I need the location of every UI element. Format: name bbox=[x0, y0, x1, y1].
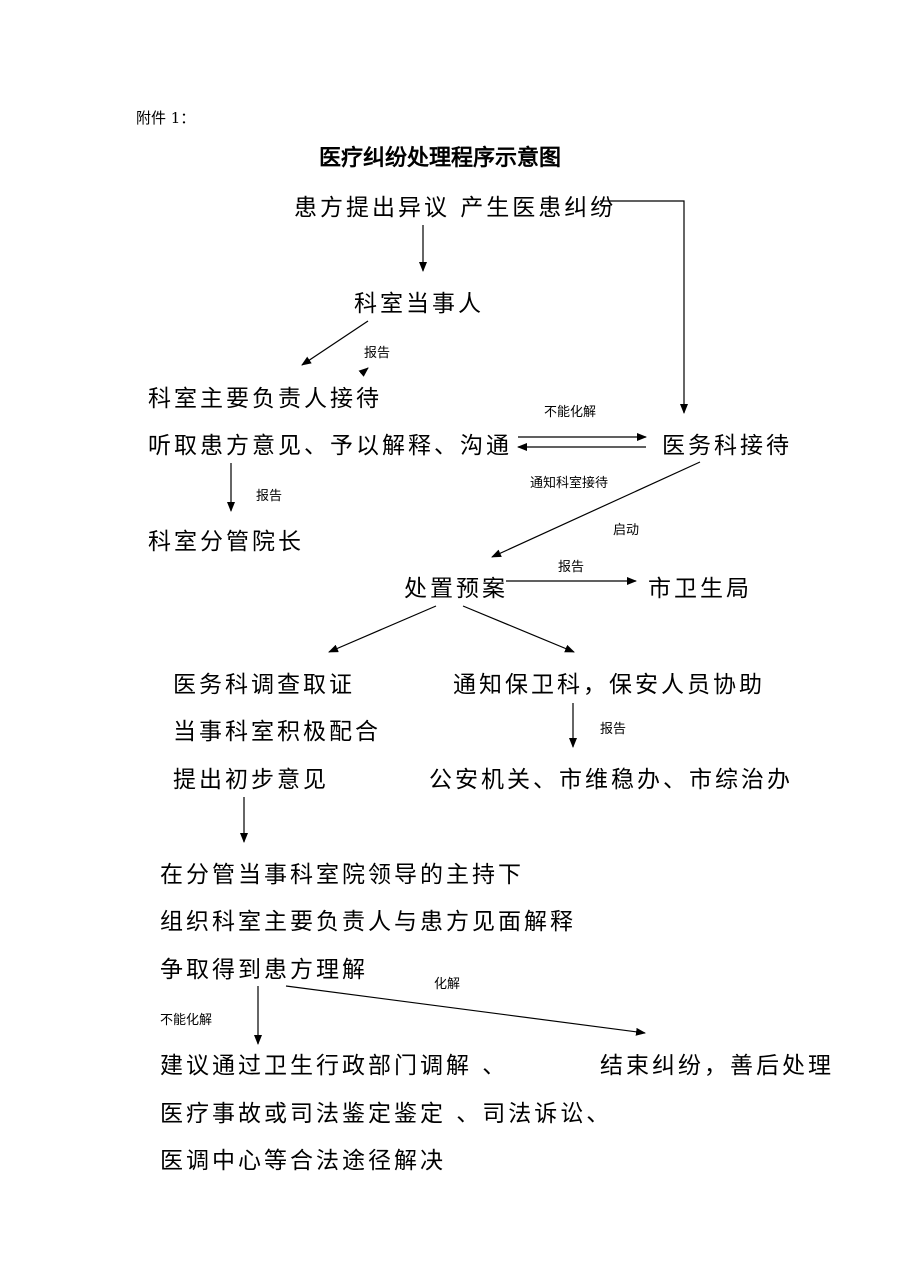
label-resolved: 化解 bbox=[434, 977, 461, 992]
arrow-report-small bbox=[358, 367, 369, 377]
node-bureau: 市卫生局 bbox=[648, 576, 752, 602]
arrow-plan-to-investigation bbox=[328, 605, 437, 653]
label-notify-dept: 通知科室接待 bbox=[530, 476, 609, 491]
node-meeting-3: 争取得到患方理解 bbox=[160, 957, 368, 983]
node-law-3: 医调中心等合法途径解决 bbox=[160, 1148, 446, 1174]
node-medical: 医务科接待 bbox=[662, 433, 792, 459]
node-investigation-3: 提出初步意见 bbox=[173, 767, 329, 793]
arrow-plan-to-security bbox=[462, 605, 575, 653]
node-security: 通知保卫科，保安人员协助 bbox=[453, 672, 765, 698]
node-investigation-1: 医务科调查取证 bbox=[173, 672, 355, 698]
arrow-meeting-to-end bbox=[285, 985, 646, 1036]
label-report-3: 报告 bbox=[558, 560, 585, 575]
node-police: 公安机关、市维稳办、市综治办 bbox=[429, 767, 793, 793]
arrow-start-to-medical bbox=[600, 200, 688, 414]
node-start: 患方提出异议 产生医患纠纷 bbox=[294, 195, 617, 221]
label-report-1: 报告 bbox=[364, 346, 391, 361]
node-vice: 科室分管院长 bbox=[148, 529, 304, 555]
node-law-1: 建议通过卫生行政部门调解 、 bbox=[160, 1053, 509, 1079]
arrow-medical-to-plan bbox=[491, 461, 701, 558]
node-meeting-1: 在分管当事科室院领导的主持下 bbox=[160, 862, 524, 888]
node-meeting-2: 组织科室主要负责人与患方见面解释 bbox=[160, 909, 576, 935]
label-cannot-resolve-2: 不能化解 bbox=[160, 1013, 213, 1028]
label-cannot-resolve-1: 不能化解 bbox=[544, 405, 597, 420]
node-investigation-2: 当事科室积极配合 bbox=[173, 719, 381, 745]
node-plan: 处置预案 bbox=[404, 576, 508, 602]
diagram-title: 医疗纠纷处理程序示意图 bbox=[319, 145, 562, 171]
label-report-2: 报告 bbox=[256, 489, 283, 504]
node-end: 结束纠纷，善后处理 bbox=[600, 1053, 834, 1079]
label-report-4: 报告 bbox=[600, 722, 627, 737]
node-head-2: 听取患方意见、予以解释、沟通 bbox=[148, 433, 512, 459]
node-law-2: 医疗事故或司法鉴定鉴定 、司法诉讼、 bbox=[160, 1101, 613, 1127]
arrow-party-to-head bbox=[301, 320, 369, 366]
node-head-1: 科室主要负责人接待 bbox=[148, 386, 382, 412]
attachment-label: 附件 1： bbox=[136, 109, 196, 127]
label-start-plan: 启动 bbox=[613, 523, 640, 538]
node-party: 科室当事人 bbox=[354, 291, 484, 317]
